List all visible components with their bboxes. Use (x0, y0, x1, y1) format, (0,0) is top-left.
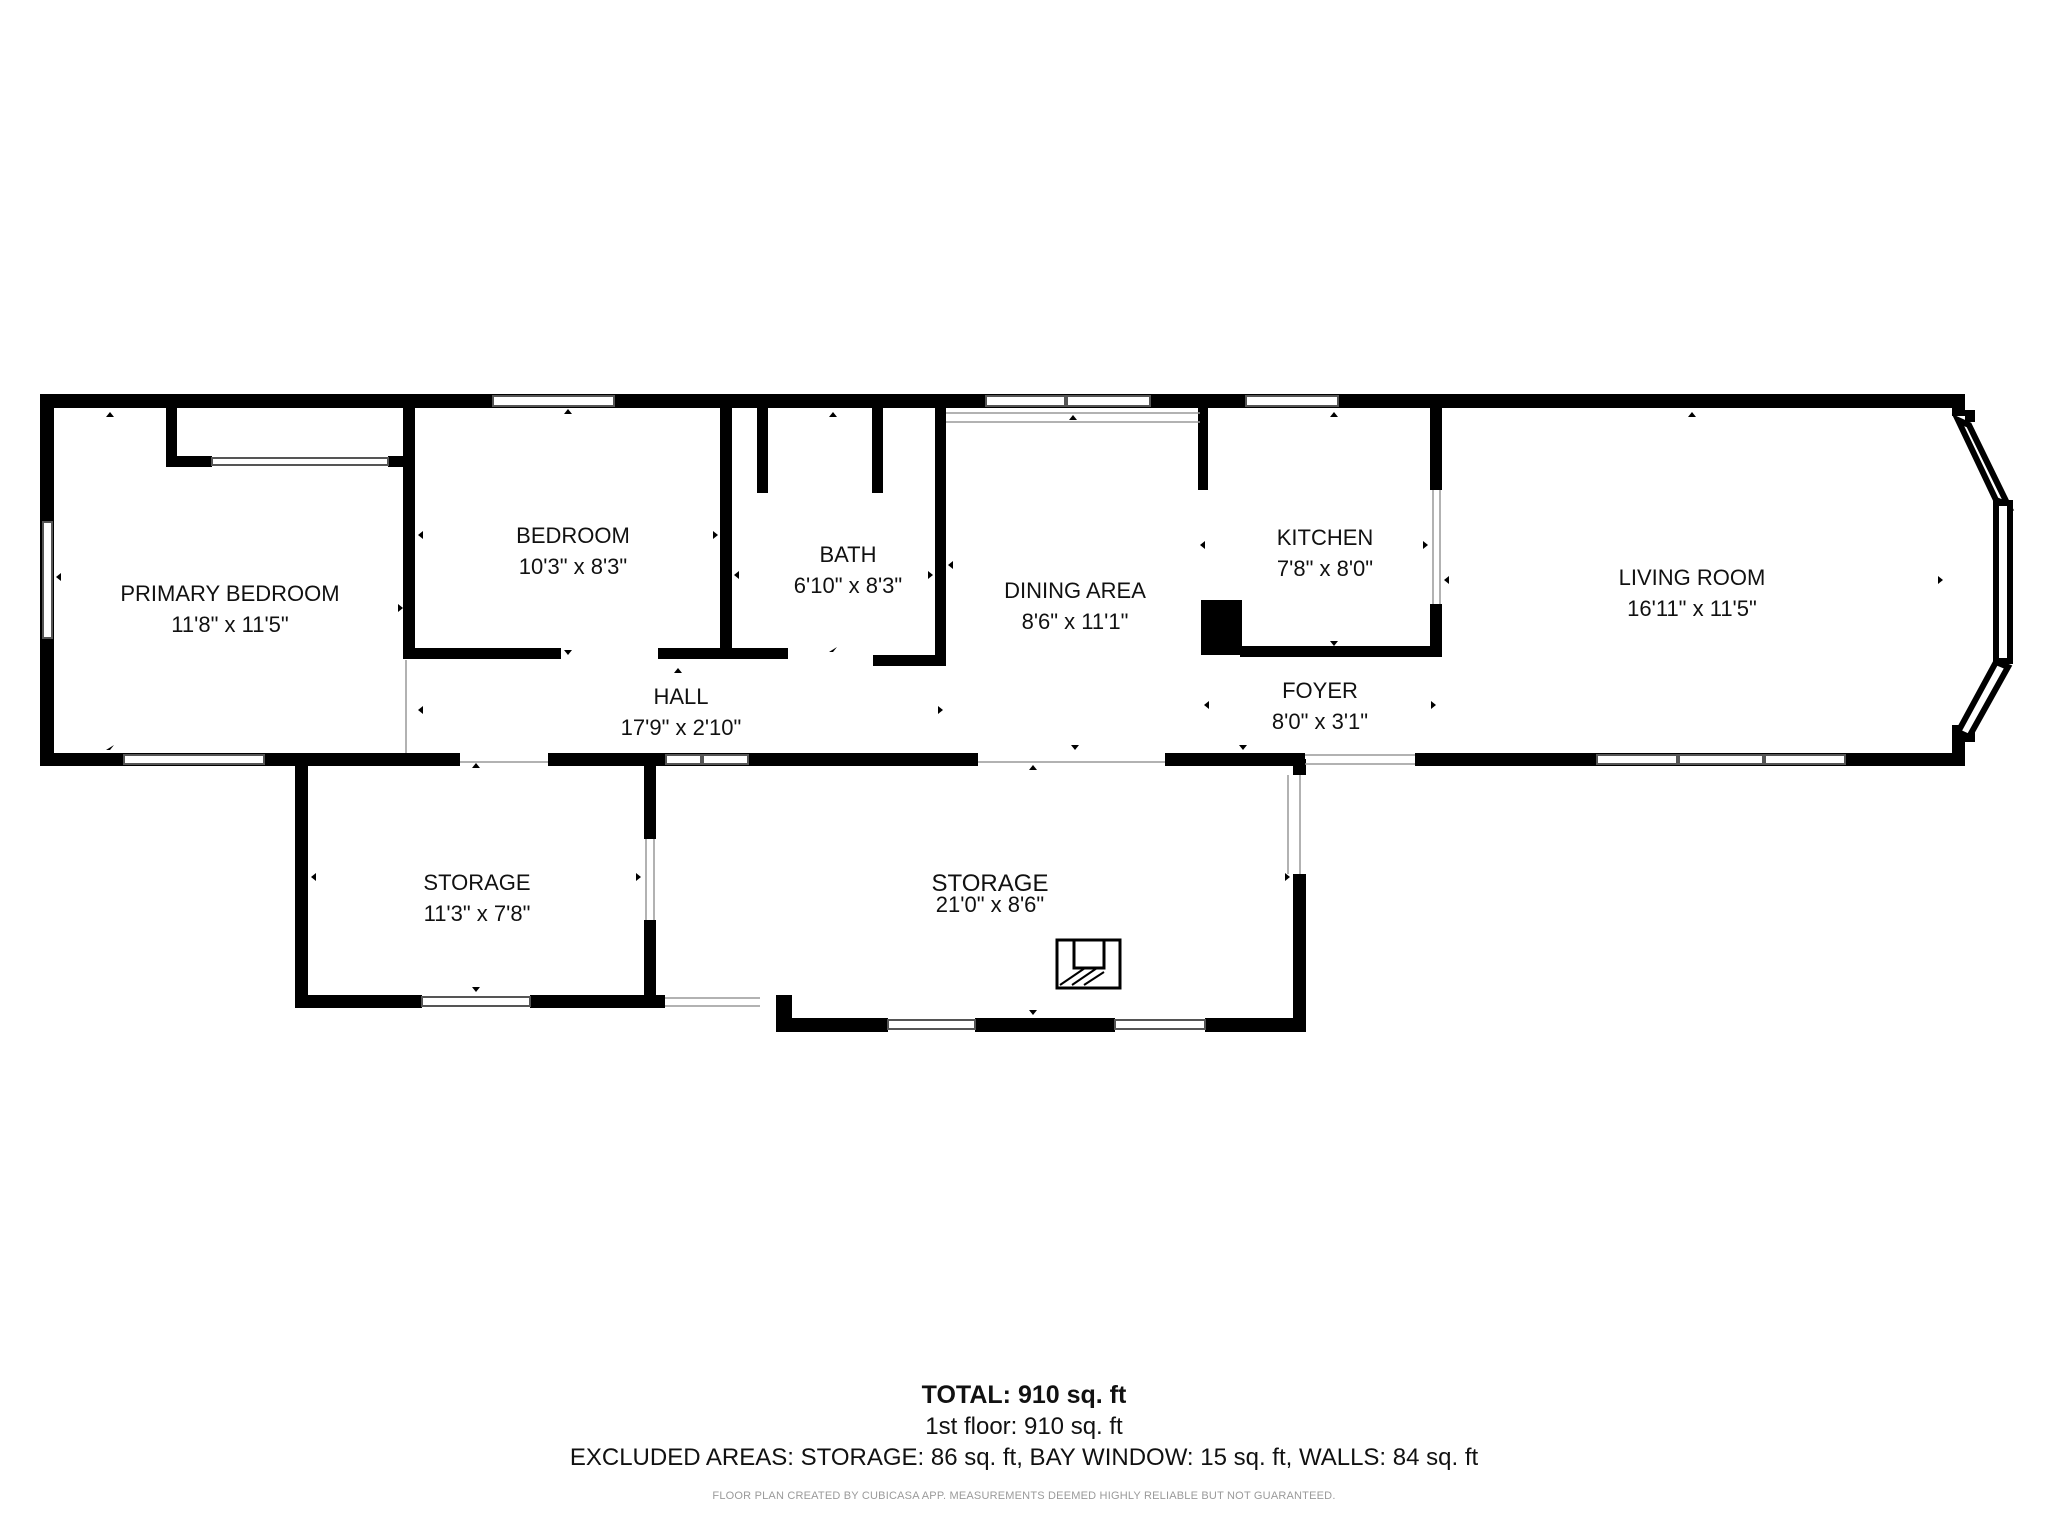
living-room-name: LIVING ROOM (1619, 565, 1766, 590)
foyer-dims: 8'0" x 3'1" (1272, 709, 1368, 734)
hall-name: HALL (653, 684, 708, 709)
bedroom-name: BEDROOM (516, 523, 630, 548)
room-labels: PRIMARY BEDROOM 11'8" x 11'5" BEDROOM 10… (120, 523, 1765, 926)
dining-area-dims: 8'6" x 11'1" (1022, 609, 1129, 634)
storage-large-dims: 21'0" x 8'6" (936, 892, 1044, 917)
living-room-dims: 16'11" x 11'5" (1627, 596, 1757, 621)
kitchen-dims: 7'8" x 8'0" (1277, 556, 1373, 581)
disclaimer: FLOOR PLAN CREATED BY CUBICASA APP. MEAS… (712, 1490, 1336, 1502)
floor-area: 1st floor: 910 sq. ft (925, 1413, 1123, 1440)
primary-bedroom-dims: 11'8" x 11'5" (171, 612, 288, 637)
interior-walls (166, 408, 1442, 1032)
openings (405, 412, 1441, 1007)
bath-name: BATH (819, 542, 876, 567)
dining-area-name: DINING AREA (1004, 578, 1146, 603)
dimension-markers (56, 409, 1943, 1015)
hall-dims: 17'9" x 2'10" (621, 715, 742, 740)
storage-small-name: STORAGE (423, 870, 530, 895)
bay-window (1951, 413, 2015, 741)
storage-small-dims: 11'3" x 7'8" (424, 901, 531, 926)
storage-large-name: STORAGE (932, 870, 1049, 897)
bath-dims: 6'10" x 8'3" (794, 573, 902, 598)
windows (42, 395, 1846, 1030)
area-summary: TOTAL: 910 sq. ft 1st floor: 910 sq. ft … (0, 1380, 2048, 1473)
primary-bedroom-name: PRIMARY BEDROOM (120, 581, 339, 606)
bedroom-dims: 10'3" x 8'3" (519, 554, 627, 579)
foyer-name: FOYER (1282, 678, 1358, 703)
excluded-areas: EXCLUDED AREAS: STORAGE: 86 sq. ft, BAY … (569, 1444, 1479, 1471)
total-area: TOTAL: 910 sq. ft (921, 1381, 1127, 1409)
chimney-symbol (1055, 938, 1122, 990)
kitchen-name: KITCHEN (1277, 525, 1374, 550)
